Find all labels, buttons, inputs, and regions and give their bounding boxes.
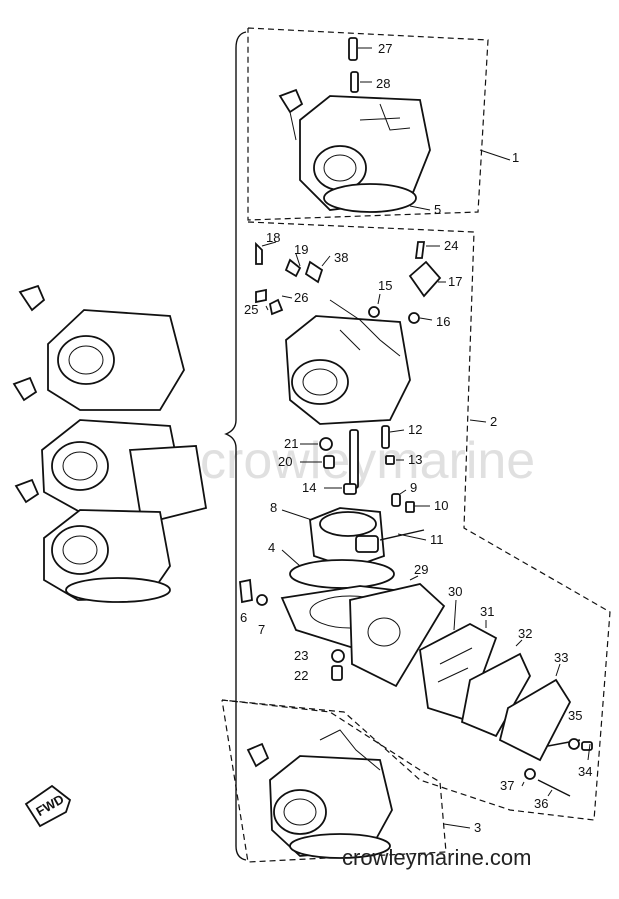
callout-12: 12	[408, 422, 422, 437]
callout-32: 32	[518, 626, 532, 641]
callout-28: 28	[376, 76, 390, 91]
watermark-text: crowleymarine	[200, 432, 535, 490]
callout-21: 21	[284, 436, 298, 451]
callout-4: 4	[268, 540, 275, 555]
assembled-carburetor-stack	[12, 284, 208, 603]
callout-1: 1	[512, 150, 519, 165]
callout-11: 11	[430, 532, 444, 547]
callout-labels: 27 28 1 5 18 19 38 24 17 15 26 25 16 2 1…	[240, 41, 592, 835]
callout-30: 30	[448, 584, 462, 599]
group-outline-1	[247, 27, 489, 221]
callout-10: 10	[434, 498, 448, 513]
callout-29: 29	[414, 562, 428, 577]
leader-lines	[261, 47, 591, 829]
callout-17: 17	[448, 274, 462, 289]
callout-38: 38	[334, 250, 348, 265]
callout-14: 14	[302, 480, 316, 495]
callout-6: 6	[240, 610, 247, 625]
callout-18: 18	[266, 230, 280, 245]
callout-25: 25	[244, 302, 258, 317]
callout-16: 16	[436, 314, 450, 329]
callout-27: 27	[378, 41, 392, 56]
callout-5: 5	[434, 202, 441, 217]
callout-37: 37	[500, 778, 514, 793]
group-outline-2	[221, 221, 611, 821]
callout-9: 9	[410, 480, 417, 495]
callout-34: 34	[578, 764, 592, 779]
callout-35: 35	[568, 708, 582, 723]
callout-22: 22	[294, 668, 308, 683]
carburetor-assembly-3	[246, 729, 393, 859]
source-credit: crowleymarine.com	[342, 845, 532, 870]
callout-13: 13	[408, 452, 422, 467]
callout-2: 2	[490, 414, 497, 429]
carburetor-assembly-2	[239, 241, 593, 797]
callout-24: 24	[444, 238, 458, 253]
callout-3: 3	[474, 820, 481, 835]
callout-33: 33	[554, 650, 568, 665]
callout-23: 23	[294, 648, 308, 663]
callout-7: 7	[258, 622, 265, 637]
fwd-arrow: FWD	[24, 784, 72, 828]
callout-19: 19	[294, 242, 308, 257]
group-bracket	[224, 31, 247, 861]
carburetor-assembly-1	[278, 37, 431, 213]
callout-31: 31	[480, 604, 494, 619]
callout-15: 15	[378, 278, 392, 293]
callout-26: 26	[294, 290, 308, 305]
callout-36: 36	[534, 796, 548, 811]
callout-8: 8	[270, 500, 277, 515]
callout-20: 20	[278, 454, 292, 469]
